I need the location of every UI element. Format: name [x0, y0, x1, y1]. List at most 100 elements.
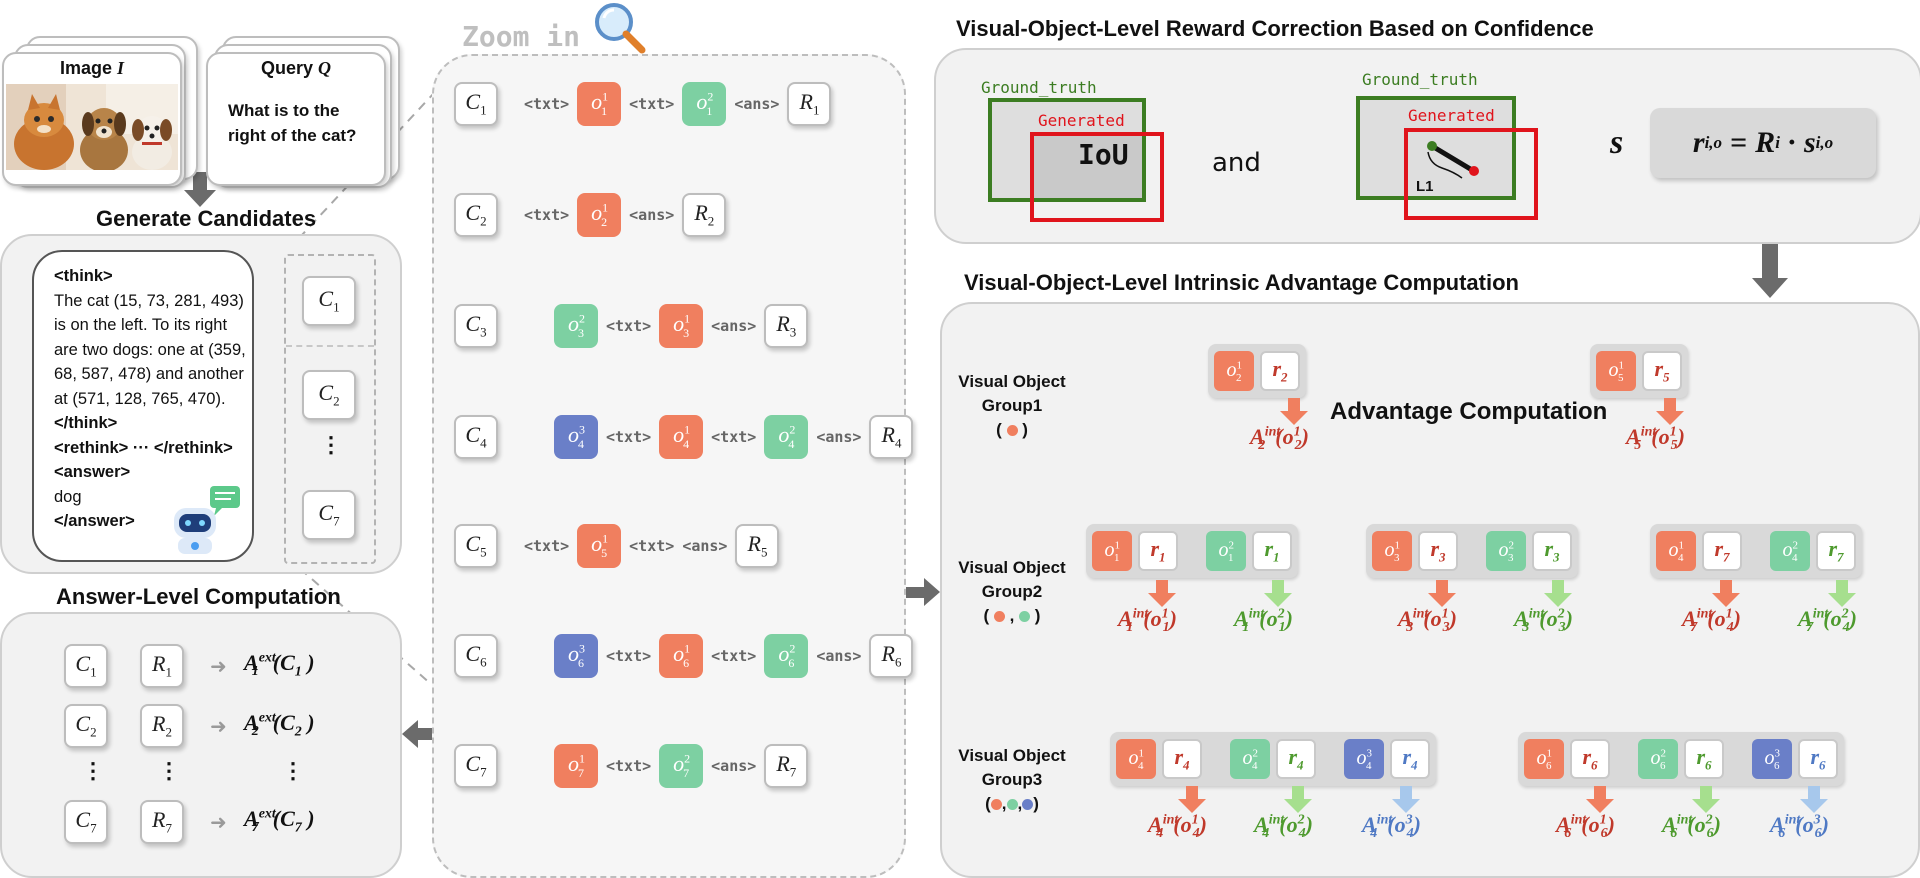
down-arrow: [1692, 786, 1720, 813]
reward-chip: r2: [1260, 351, 1300, 391]
answer-candidate: C2: [64, 704, 108, 748]
zoom-candidate-6[interactable]: C6: [454, 634, 498, 678]
down-arrow: [1284, 786, 1312, 813]
object-box: o26: [764, 634, 809, 678]
object-chip: o34: [1344, 739, 1384, 779]
answer-advantage: Aext2(C2 ): [244, 710, 315, 740]
zoom-candidate-7[interactable]: C7: [454, 744, 498, 788]
arrow-right-intrinsic: [905, 578, 940, 606]
token-label: <txt>: [606, 757, 652, 775]
query-input-card: Query Q What is to the right of the cat?: [206, 52, 386, 186]
object-box: o27: [659, 744, 704, 788]
zoom-candidate-2[interactable]: C2: [454, 193, 498, 237]
zoom-row: C1<txt>o11<txt>o21<ans>R1: [454, 80, 832, 128]
query-symbol: Q: [318, 58, 332, 78]
token-label: <ans>: [629, 206, 675, 224]
advantage-value: Aint5(o15): [1626, 424, 1685, 454]
formula-s: s: [1803, 126, 1816, 159]
correction-title: Visual-Object-Level Reward Correction Ba…: [956, 16, 1594, 41]
reward-box: R2: [682, 193, 727, 237]
think-close-tag: </think>: [54, 414, 118, 432]
arrow-icon: ➜: [210, 812, 227, 834]
down-arrow: [1586, 786, 1614, 813]
reward-box: R1: [787, 82, 832, 126]
answer-close-tag: </answer>: [54, 512, 135, 530]
intrinsic-title: Visual-Object-Level Intrinsic Advantage …: [964, 270, 1519, 295]
reward-chip: r7: [1702, 531, 1742, 571]
advantage-value: Aint6(o36): [1770, 812, 1829, 842]
zoom-guide-top: [287, 91, 436, 251]
formula-R: R: [1755, 126, 1776, 159]
candidate-c7[interactable]: C7: [302, 490, 356, 540]
reward-chip: r1: [1138, 531, 1178, 571]
group1-label: Visual Object Group1 ( ): [958, 372, 1066, 439]
zoom-candidate-3[interactable]: C3: [454, 304, 498, 348]
reward-chip: r5: [1642, 351, 1682, 391]
down-arrow: [1280, 398, 1308, 425]
down-arrow: [1178, 786, 1206, 813]
advantage-value: Aint1(o11): [1118, 606, 1177, 636]
query-text: What is to the right of the cat?: [228, 101, 357, 145]
object-chip: o13: [1372, 531, 1412, 571]
advantage-value: Aint6(o16): [1556, 812, 1615, 842]
object-chip: o26: [1638, 739, 1678, 779]
reward-box: R4: [869, 415, 914, 459]
advantage-value: Aint1(o21): [1234, 606, 1293, 636]
object-chip: o14: [1656, 531, 1696, 571]
object-chip: o15: [1596, 351, 1636, 391]
zoom-candidate-5[interactable]: C5: [454, 524, 498, 568]
answer-candidate: C1: [64, 644, 108, 688]
reward-chip: r3: [1532, 531, 1572, 571]
generated-box-1: [1030, 132, 1164, 222]
advantage-value: Aint7(o14): [1682, 606, 1741, 636]
candidate-c1[interactable]: C1: [302, 276, 356, 326]
zoom-candidate-4[interactable]: C4: [454, 415, 498, 459]
object-box: o13: [659, 304, 704, 348]
answer-candidate: C7: [64, 800, 108, 844]
candidate-ellipsis: ⋮: [320, 432, 342, 457]
down-arrow: [1828, 580, 1856, 607]
token-label: <txt>: [629, 95, 675, 113]
token-label: <ans>: [734, 95, 780, 113]
token-label: <ans>: [816, 647, 862, 665]
object-box: o15: [577, 524, 622, 568]
reward-chip: r1: [1252, 531, 1292, 571]
down-arrow: [1428, 580, 1456, 607]
down-arrow: [1392, 786, 1420, 813]
object-box: o21: [682, 82, 727, 126]
down-arrow: [1656, 398, 1684, 425]
iou-label: IoU: [1078, 138, 1129, 171]
image-label: Image: [59, 58, 112, 78]
token-label: <txt>: [524, 537, 570, 555]
arrow-down-intrinsic: [1752, 242, 1788, 298]
object-box: o34: [554, 415, 598, 459]
image-input-card: Image I: [2, 52, 182, 186]
l1-distance-icon: [1427, 141, 1479, 179]
token-label: <txt>: [524, 95, 570, 113]
zoom-in-label: Zoom in: [462, 20, 581, 53]
zoom-row: C2<txt>o12<ans>R2: [454, 191, 727, 239]
vertical-ellipsis: ⋮: [82, 758, 104, 783]
zoom-candidate-1[interactable]: C1: [454, 82, 498, 126]
arrow-down-generate: [184, 172, 216, 207]
object-chip: o14: [1116, 739, 1156, 779]
reward-box: R3: [764, 304, 809, 348]
token-label: <txt>: [711, 647, 757, 665]
reward-chip: r4: [1276, 739, 1316, 779]
candidate-c2[interactable]: C2: [302, 370, 356, 420]
zoom-panel: [432, 54, 906, 878]
answer-reward: R7: [140, 800, 184, 844]
cat-and-dogs-photo: [6, 84, 178, 170]
token-label: <txt>: [606, 428, 652, 446]
object-chip: o21: [1206, 531, 1246, 571]
advantage-value: Aint2(o12): [1250, 424, 1309, 454]
